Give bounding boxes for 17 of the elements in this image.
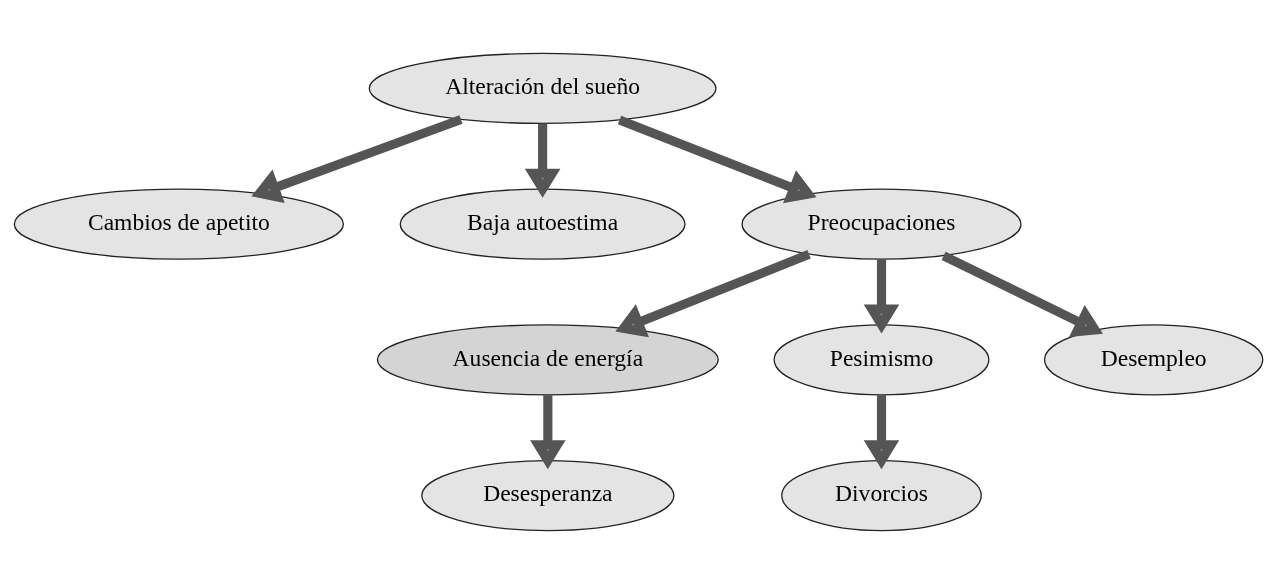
arrow bbox=[251, 114, 463, 203]
node-ellipse: Pesimismo bbox=[773, 323, 990, 395]
node-ellipse: Baja autoestima bbox=[399, 188, 686, 260]
arrow bbox=[941, 251, 1103, 337]
node-ellipse: Preocupaciones bbox=[741, 188, 1022, 260]
arrow bbox=[863, 394, 900, 469]
node-ellipse: Desesperanza bbox=[421, 459, 675, 531]
arrow bbox=[863, 258, 900, 333]
node-ellipse: Divorcios bbox=[781, 459, 982, 531]
node-ellipse: Alteración del sueño bbox=[368, 52, 717, 124]
arrow bbox=[530, 394, 566, 469]
arrow bbox=[615, 249, 811, 337]
node-ellipse: Desempleo bbox=[1043, 323, 1264, 395]
arrow bbox=[617, 115, 817, 203]
node-ellipse: Ausencia de energía bbox=[376, 323, 719, 395]
node-ellipse: Cambios de apetito bbox=[13, 188, 345, 260]
arrow bbox=[524, 123, 561, 198]
